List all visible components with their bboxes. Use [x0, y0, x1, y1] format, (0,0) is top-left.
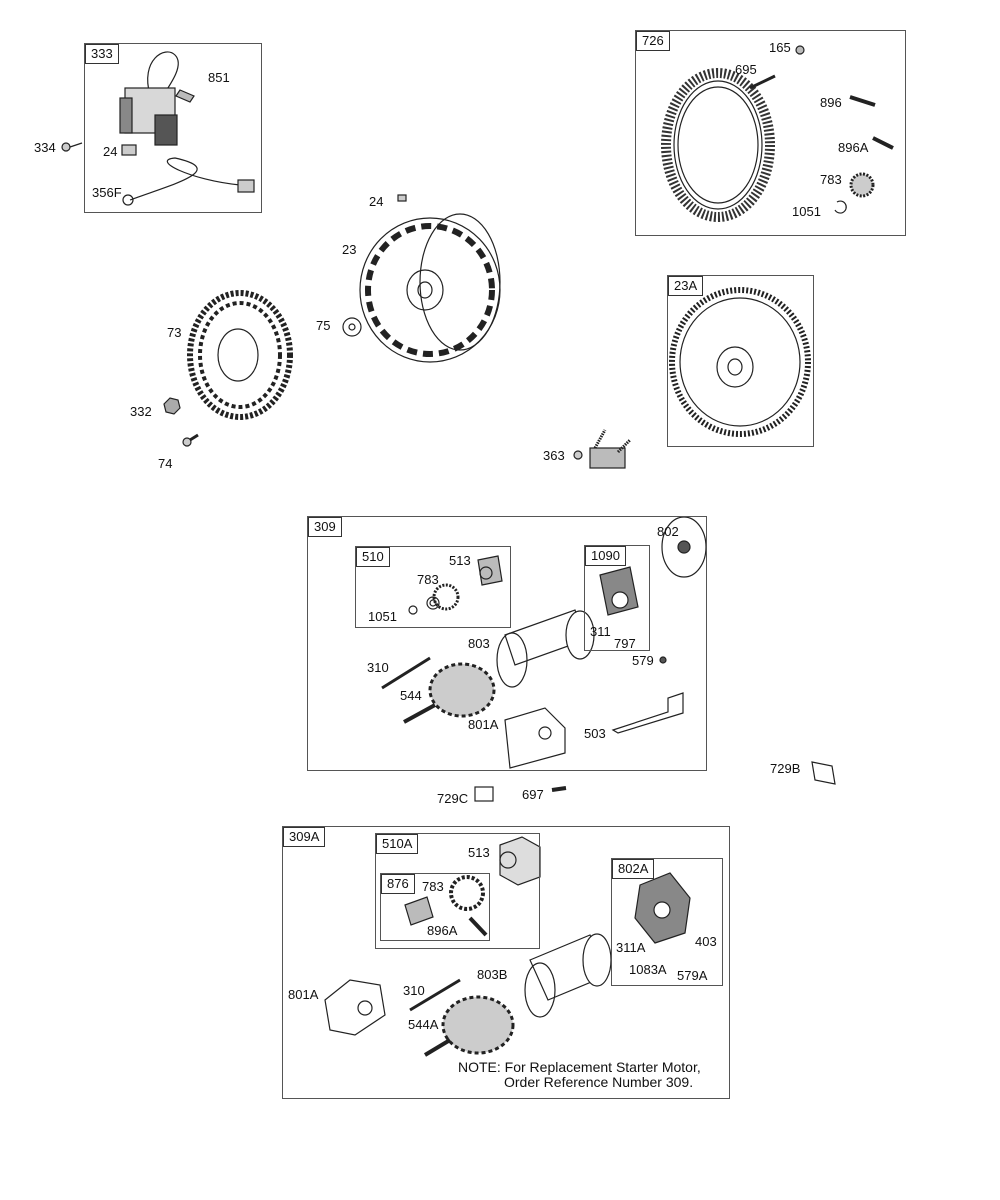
group-309-tag: 309	[308, 517, 342, 537]
group-510A-frame	[375, 833, 540, 949]
part-label: 851	[208, 70, 230, 85]
group-309A-tag: 309A	[283, 827, 326, 847]
part-label: 403	[695, 934, 717, 949]
part-label: 311	[590, 624, 611, 639]
part-label: 310	[367, 660, 389, 675]
group-333-tag: 333	[85, 44, 119, 64]
rotating-screen-drawing	[187, 290, 293, 420]
part-label: 697	[522, 787, 544, 802]
part-label: 544	[400, 688, 422, 703]
part-label: 363	[543, 448, 565, 463]
group-876-tag: 876	[381, 874, 415, 894]
note-line-2: Order Reference Number 309.	[504, 1074, 694, 1090]
part-label: 729B	[770, 761, 801, 776]
part-label: 356F	[92, 185, 122, 200]
ring-gear-drawing	[661, 45, 894, 222]
group-23A-tag: 23A	[668, 276, 704, 296]
ignition-coil-drawing	[119, 51, 255, 206]
part-label: 896	[820, 95, 842, 110]
part-label: 1083A	[629, 962, 667, 977]
part-label: 24	[103, 144, 118, 159]
flywheel-23A-drawing	[669, 287, 811, 437]
group-23A-frame	[667, 275, 814, 447]
part-label: 896A	[838, 140, 869, 155]
part-label: 73	[167, 325, 182, 340]
starter-309-drawing	[381, 516, 836, 802]
part-label: 24	[369, 194, 384, 209]
part-label: 783	[422, 879, 444, 894]
part-label: 75	[316, 318, 331, 333]
group-876-frame	[380, 873, 490, 941]
group-309A-frame	[282, 826, 730, 1099]
part-label: 513	[468, 845, 490, 860]
part-label: 165	[769, 40, 791, 55]
flywheel-drawing	[359, 194, 501, 363]
part-label: 579A	[677, 968, 708, 983]
bracket-363-drawing	[573, 429, 632, 469]
note-line-1: NOTE: For Replacement Starter Motor,	[458, 1059, 701, 1075]
part-label: 311A	[616, 940, 646, 955]
part-label: 803B	[477, 967, 508, 982]
part-label: 503	[584, 726, 606, 741]
group-726-frame	[635, 30, 906, 236]
group-510-tag: 510	[356, 547, 390, 567]
group-510-frame	[355, 546, 511, 628]
washer-75-drawing	[342, 317, 362, 337]
screw-334-drawing	[61, 142, 83, 152]
part-label: 783	[820, 172, 842, 187]
part-label: 695	[735, 62, 757, 77]
part-label: 801A	[468, 717, 499, 732]
group-802A-tag: 802A	[612, 859, 655, 879]
part-label: 23	[342, 242, 357, 257]
part-label: 513	[449, 553, 471, 568]
part-label: 579	[632, 653, 654, 668]
part-label: 801A	[288, 987, 319, 1002]
nut-332-drawing	[163, 397, 181, 415]
part-label: 1051	[792, 204, 821, 219]
starter-309A-drawing	[324, 836, 691, 1057]
part-label: 74	[158, 456, 173, 471]
part-label: 332	[130, 404, 152, 419]
group-309-frame	[307, 516, 707, 771]
part-label: 783	[417, 572, 439, 587]
part-label: 896A	[427, 923, 458, 938]
part-label: 729C	[437, 791, 469, 806]
screw-74-drawing	[182, 433, 199, 447]
part-label: 803	[468, 636, 490, 651]
group-333-frame	[84, 43, 262, 213]
group-1090-tag: 1090	[585, 546, 626, 566]
group-1090-frame	[584, 545, 650, 651]
part-label: 802	[657, 524, 679, 539]
part-label: 310	[403, 983, 425, 998]
part-label: 797	[614, 636, 636, 651]
group-726-tag: 726	[636, 31, 670, 51]
part-label: 334	[34, 140, 56, 155]
group-510A-tag: 510A	[376, 834, 419, 854]
part-label: 544A	[408, 1017, 439, 1032]
part-label: 1051	[368, 609, 397, 624]
group-802A-frame	[611, 858, 723, 986]
